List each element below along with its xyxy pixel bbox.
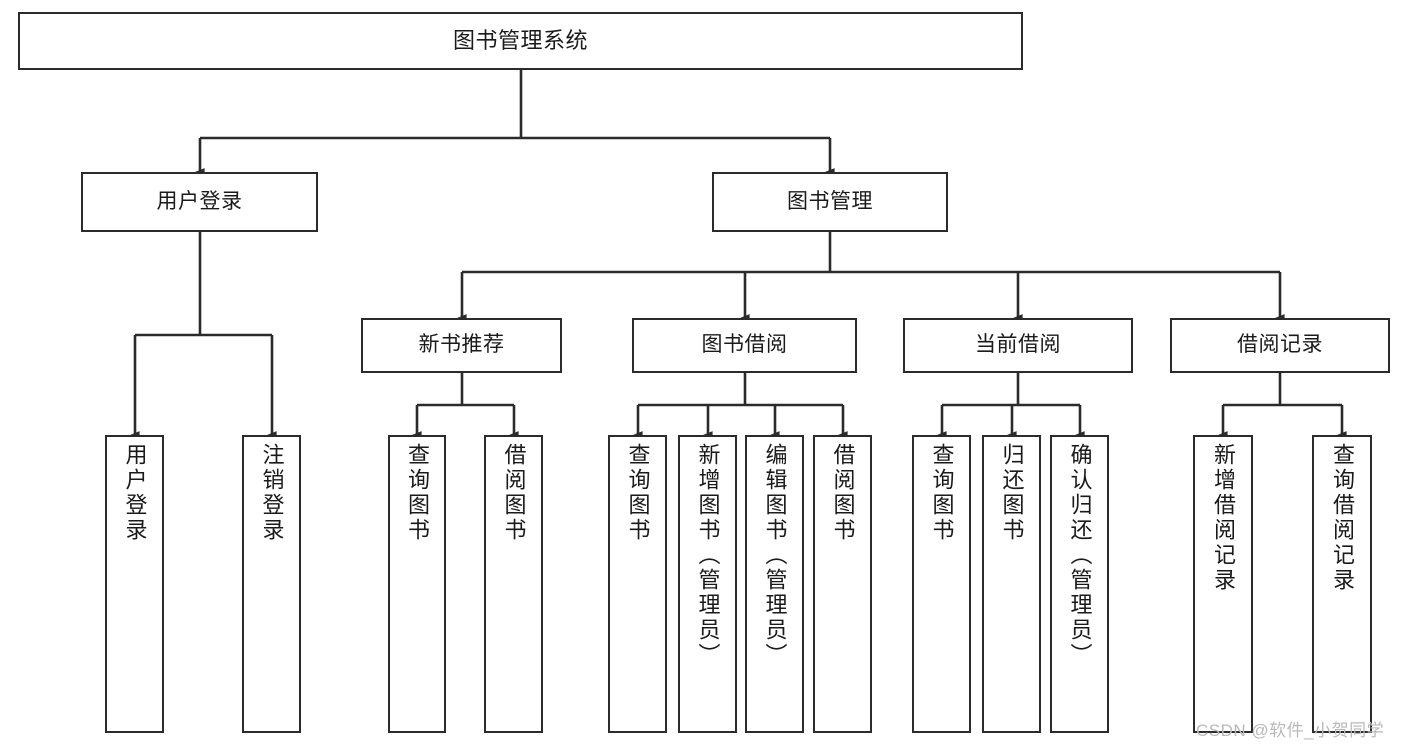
- node-l-add-record[interactable]: 新增借阅记录: [1193, 435, 1253, 733]
- node-n-new-book-rec[interactable]: 新书推荐: [361, 318, 562, 373]
- node-label: 归还图书: [999, 443, 1025, 543]
- node-l-logout[interactable]: 注销登录: [242, 435, 301, 733]
- node-label: 用户登录: [122, 443, 148, 543]
- node-l-edit-book[interactable]: 编辑图书（管理员）: [745, 435, 804, 733]
- node-label: 查询图书: [929, 443, 955, 543]
- node-label: 借阅图书: [501, 443, 527, 543]
- node-label: 图书管理: [787, 189, 873, 213]
- node-l-borrow-book-2[interactable]: 借阅图书: [813, 435, 872, 733]
- node-label: 图书借阅: [701, 333, 788, 357]
- connector-lines: [130, 70, 1347, 439]
- node-label: 查询图书: [404, 443, 430, 543]
- node-l-add-book[interactable]: 新增图书（管理员）: [678, 435, 737, 733]
- node-n-borrow-record[interactable]: 借阅记录: [1170, 318, 1390, 373]
- node-n-current-borrow[interactable]: 当前借阅: [903, 318, 1133, 373]
- node-label: 注销登录: [259, 443, 285, 543]
- node-l-return-book[interactable]: 归还图书: [982, 435, 1041, 733]
- node-n-book-mgmt[interactable]: 图书管理: [712, 172, 948, 232]
- node-l-query-book-2[interactable]: 查询图书: [608, 435, 667, 733]
- node-label: 用户登录: [156, 189, 243, 213]
- node-label: 查询图书: [625, 443, 651, 543]
- node-n-book-borrow[interactable]: 图书借阅: [632, 318, 857, 373]
- node-label: 查询借阅记录: [1329, 443, 1355, 593]
- node-label: 图书管理系统: [452, 28, 588, 54]
- node-label: 借阅记录: [1237, 333, 1323, 357]
- node-label: 新增图书（管理员）: [695, 443, 721, 668]
- node-l-borrow-book-1[interactable]: 借阅图书: [484, 435, 543, 733]
- node-label: 编辑图书（管理员）: [762, 443, 788, 668]
- node-l-confirm-return[interactable]: 确认归还（管理员）: [1050, 435, 1109, 733]
- node-l-user-login[interactable]: 用户登录: [105, 435, 164, 733]
- node-l-query-record[interactable]: 查询借阅记录: [1312, 435, 1372, 733]
- node-l-query-book-1[interactable]: 查询图书: [388, 435, 446, 733]
- node-l-query-book-3[interactable]: 查询图书: [912, 435, 971, 733]
- node-label: 确认归还（管理员）: [1067, 443, 1093, 668]
- node-label: 新增借阅记录: [1210, 443, 1236, 593]
- watermark-label: CSDN @软件_小贺同学: [1196, 721, 1385, 740]
- node-n-user-login[interactable]: 用户登录: [81, 172, 318, 232]
- node-label: 当前借阅: [975, 333, 1061, 357]
- node-root[interactable]: 图书管理系统: [18, 12, 1023, 70]
- node-label: 借阅图书: [830, 443, 856, 543]
- node-label: 新书推荐: [418, 333, 505, 357]
